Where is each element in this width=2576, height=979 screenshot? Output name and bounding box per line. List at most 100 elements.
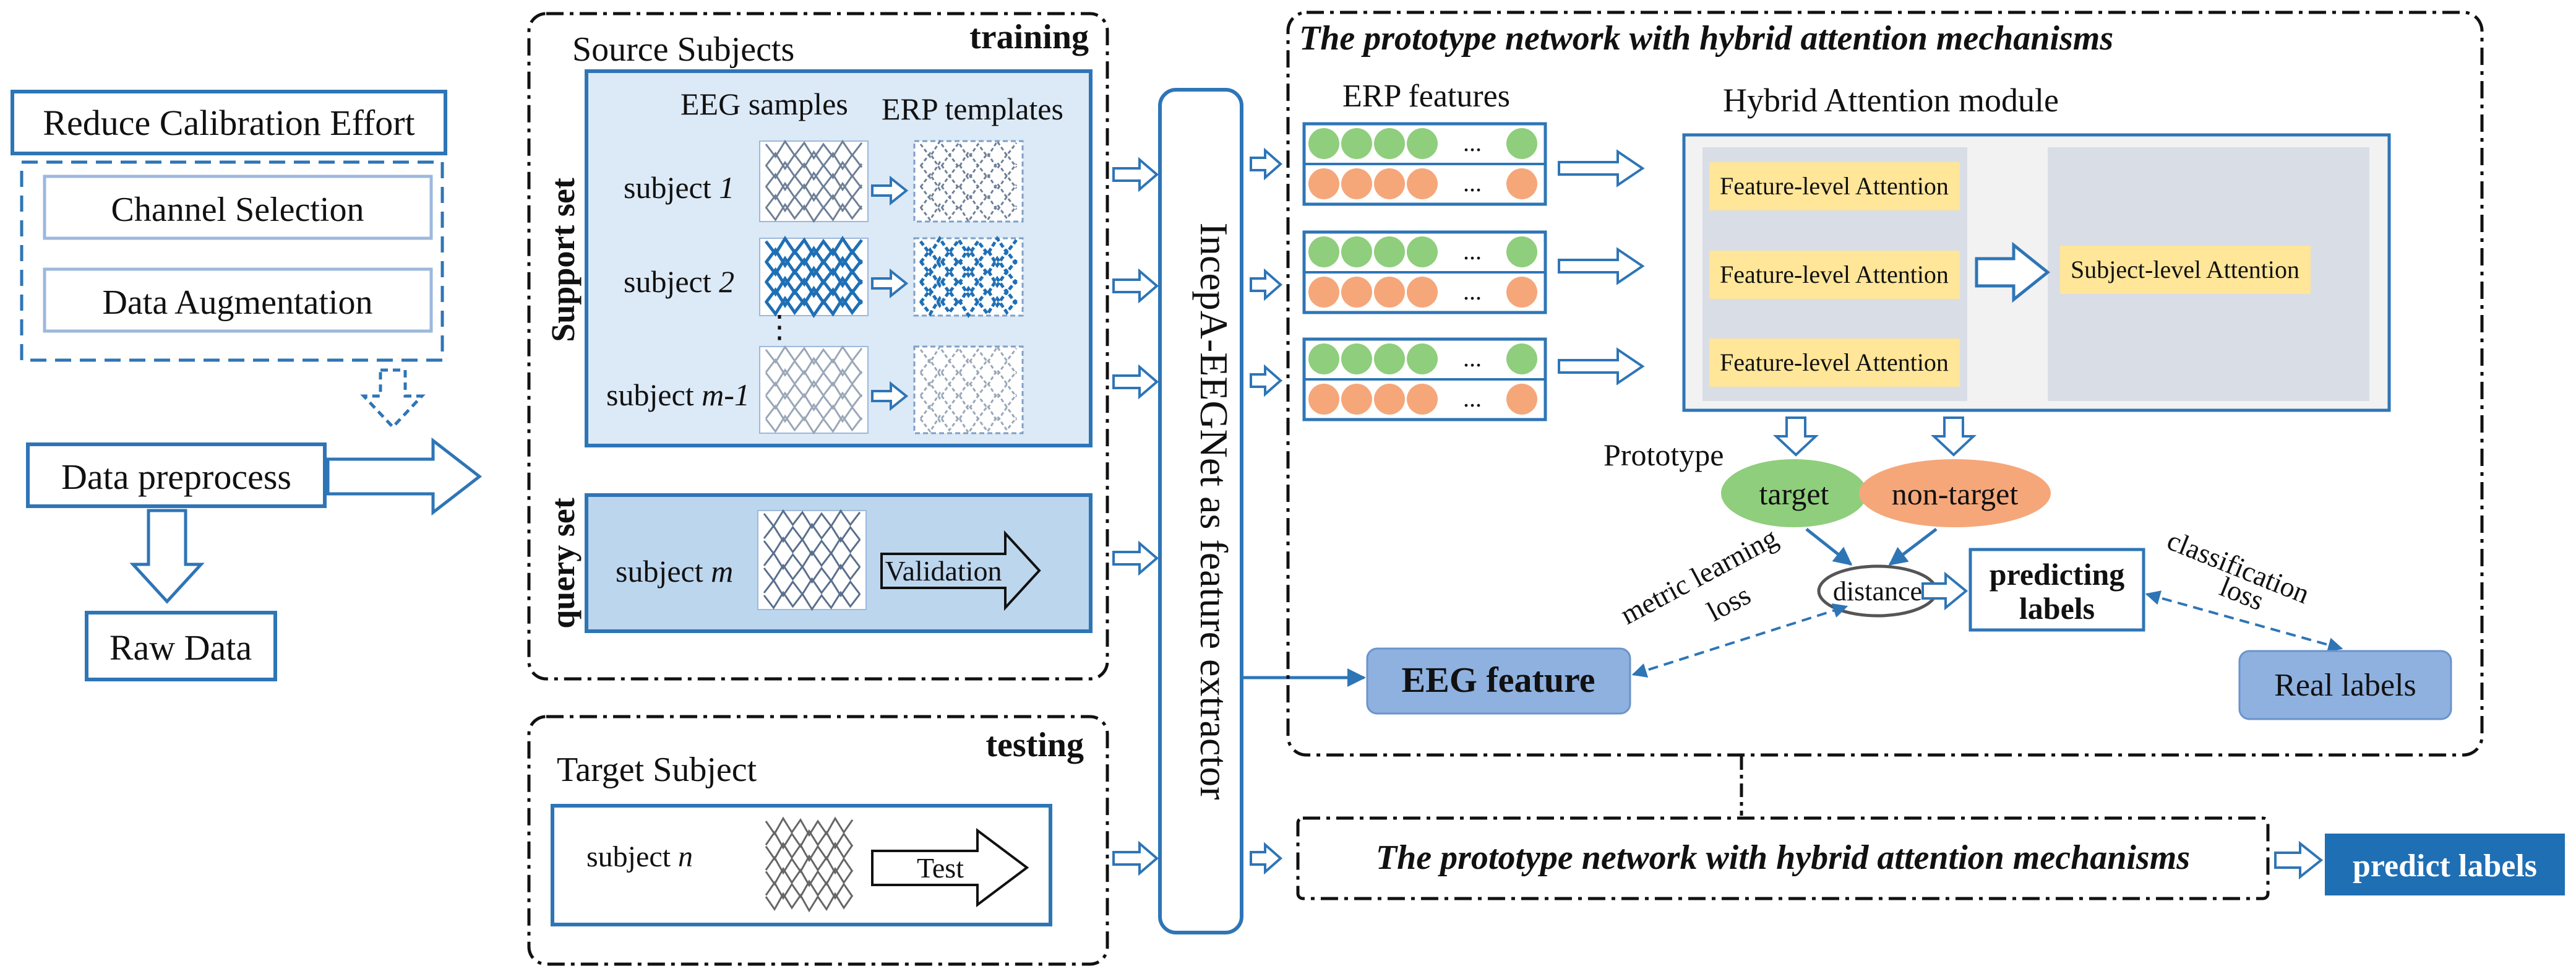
feature-dot [1374, 236, 1405, 267]
wave-line [919, 285, 1018, 308]
testing-panel [527, 715, 1109, 966]
wave-line [765, 842, 854, 863]
wave-line [919, 265, 1018, 288]
target-prototype: target [1721, 459, 1867, 527]
reduce-effort-label: Reduce Calibration Effort [43, 103, 414, 143]
to-predict-labels-arrow [2274, 840, 2324, 880]
output-arrows [1250, 147, 1283, 875]
prototype-panel [1286, 11, 2484, 757]
wave-line [919, 295, 1018, 319]
wave-line [763, 577, 861, 598]
wave-line [763, 563, 861, 584]
training-panel [527, 12, 1109, 681]
wave-line [763, 522, 861, 543]
erp-template-m1 [913, 345, 1024, 434]
feature-dot [1374, 128, 1405, 159]
test-arrow [871, 828, 1029, 907]
svg-text:Feature-level Attention: Feature-level Attention [1720, 172, 1949, 200]
feature-dot [1341, 128, 1372, 159]
wave-line [765, 414, 863, 435]
wave-line [919, 368, 1018, 389]
wave-line [765, 403, 863, 423]
feature-dot [1308, 343, 1339, 374]
reduce-effort-box: Reduce Calibration Effort [11, 90, 447, 155]
svg-text:labels: labels [2019, 591, 2095, 626]
feature-attention-2: Feature-level Attention [1709, 251, 1960, 299]
erp-features-label: ERP features [1342, 79, 1510, 114]
wave-line [765, 816, 854, 837]
feature-dot [1308, 168, 1339, 199]
wave-line [919, 171, 1018, 192]
wave-line [765, 368, 863, 389]
feature-attention-1: Feature-level Attention [1709, 162, 1960, 210]
classification-loss-link [2145, 590, 2343, 652]
support-set-label: Support set [544, 178, 582, 342]
feature-dot [1374, 343, 1405, 374]
feature-ellipsis: ... [1463, 169, 1482, 197]
feature-dot [1308, 384, 1339, 415]
wave-line [765, 139, 863, 160]
eeg-samples-label: EEG samples [680, 87, 848, 121]
wave-line [765, 160, 863, 181]
to-target-arrow [1772, 416, 1819, 457]
distance-to-labels-arrow [1921, 571, 1968, 611]
wave-line [919, 192, 1018, 213]
wave-line [919, 379, 1018, 400]
training-tag: training [969, 18, 1089, 56]
feature-dot [1506, 343, 1537, 374]
feature-ellipsis: ... [1463, 277, 1482, 305]
channel-selection-label: Channel Selection [111, 191, 364, 229]
wave-line [765, 181, 863, 202]
svg-text:predicting: predicting [1990, 557, 2125, 592]
wave-line [919, 202, 1018, 223]
wave-line [765, 171, 863, 192]
feature-dot [1374, 384, 1405, 415]
feature-dot [1308, 236, 1339, 267]
wave-line [765, 379, 863, 400]
feature-dot [1407, 384, 1438, 415]
wave-line [919, 160, 1018, 181]
subject-1-label: subject 1 [624, 170, 734, 205]
predict-labels-box: predict labels [2325, 834, 2565, 895]
erp-template-1 [913, 140, 1024, 223]
template-arrow-1 [871, 175, 909, 206]
feature-dot [1407, 277, 1438, 308]
wave-line [919, 403, 1018, 423]
wave-line [765, 356, 863, 377]
wave-line [765, 345, 863, 366]
template-arrow-2 [871, 268, 909, 299]
feature-ellipsis: ... [1463, 384, 1482, 412]
eeg-sample-m1 [759, 346, 869, 434]
to-nontarget-arrow [1930, 416, 1977, 457]
prototype-panel-title: The prototype network with hybrid attent… [1299, 19, 2113, 58]
subject-attention: Subject-level Attention [2060, 246, 2311, 294]
wave-line [763, 550, 861, 571]
wave-line [765, 265, 863, 288]
wave-line [919, 345, 1018, 366]
erp-templates-label: ERP templates [882, 92, 1063, 126]
nontarget-to-distance [1888, 528, 1938, 566]
eeg-feature-box: EEG feature [1366, 647, 1631, 715]
feature-dot [1506, 277, 1537, 308]
wave-line [765, 202, 863, 223]
data-augmentation-box: Data Augmentation [43, 267, 433, 333]
svg-text:non-target: non-target [1892, 477, 2019, 511]
query-set-label: query set [544, 498, 582, 628]
data-preprocess-label: Data preprocess [61, 457, 291, 497]
wave-line [765, 285, 863, 308]
wave-line [765, 829, 854, 850]
validation-label: Validation [885, 555, 1002, 587]
subject-m-label: subject m [616, 554, 733, 589]
feature-dot [1407, 236, 1438, 267]
wave-line [919, 356, 1018, 377]
erp-feature-group-1: ...... [1302, 122, 1547, 206]
hybrid-module-label: Hybrid Attention module [1723, 82, 2059, 119]
metric-loss-label-1: metric learning [1615, 521, 1783, 630]
template-arrow-m1 [871, 381, 909, 412]
bottom-prototype-label: The prototype network with hybrid attent… [1376, 839, 2190, 877]
subject-m1-label: subject m-1 [606, 377, 750, 412]
feature-ellipsis: ... [1463, 129, 1482, 157]
validation-arrow [880, 530, 1041, 611]
wave-line [765, 246, 863, 269]
